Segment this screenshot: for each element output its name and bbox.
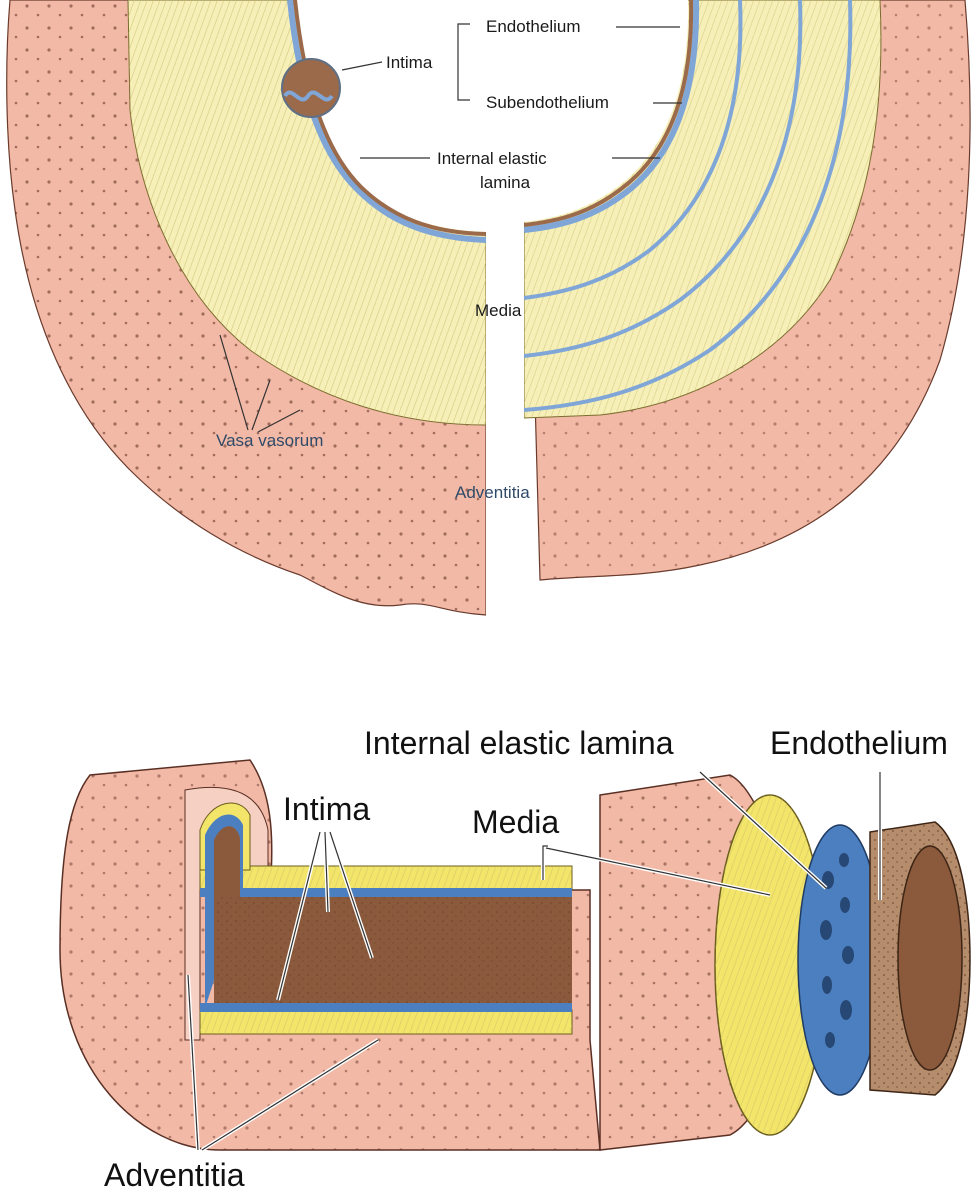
- label-top-adventitia: Adventitia: [455, 483, 530, 502]
- label-bottom-endothelium: Endothelium: [770, 725, 948, 761]
- label-top-media: Media: [475, 301, 522, 320]
- cross-section-right-half: [524, 0, 970, 580]
- label-top-internal-elastic-lamina-2: lamina: [480, 173, 531, 192]
- cross-section-left-half: [7, 0, 486, 615]
- label-top-intima: Intima: [386, 53, 433, 72]
- intima-magnifier: [282, 59, 340, 117]
- label-bottom-internal-elastic-lamina: Internal elastic lamina: [364, 725, 674, 761]
- label-top-internal-elastic-lamina-1: Internal elastic: [437, 149, 547, 168]
- lumen-opening-right: [898, 846, 962, 1070]
- label-bottom-intima: Intima: [283, 791, 370, 827]
- label-bottom-media: Media: [472, 804, 559, 840]
- label-top-endothelium: Endothelium: [486, 17, 581, 36]
- elastic-strip-bottom: [200, 1003, 572, 1012]
- label-bottom-adventitia: Adventitia: [104, 1157, 245, 1193]
- elastic-strip-top: [200, 888, 572, 897]
- label-top-subendothelium: Subendothelium: [486, 93, 609, 112]
- label-top-vasa-vasorum: Vasa vasorum: [216, 431, 323, 450]
